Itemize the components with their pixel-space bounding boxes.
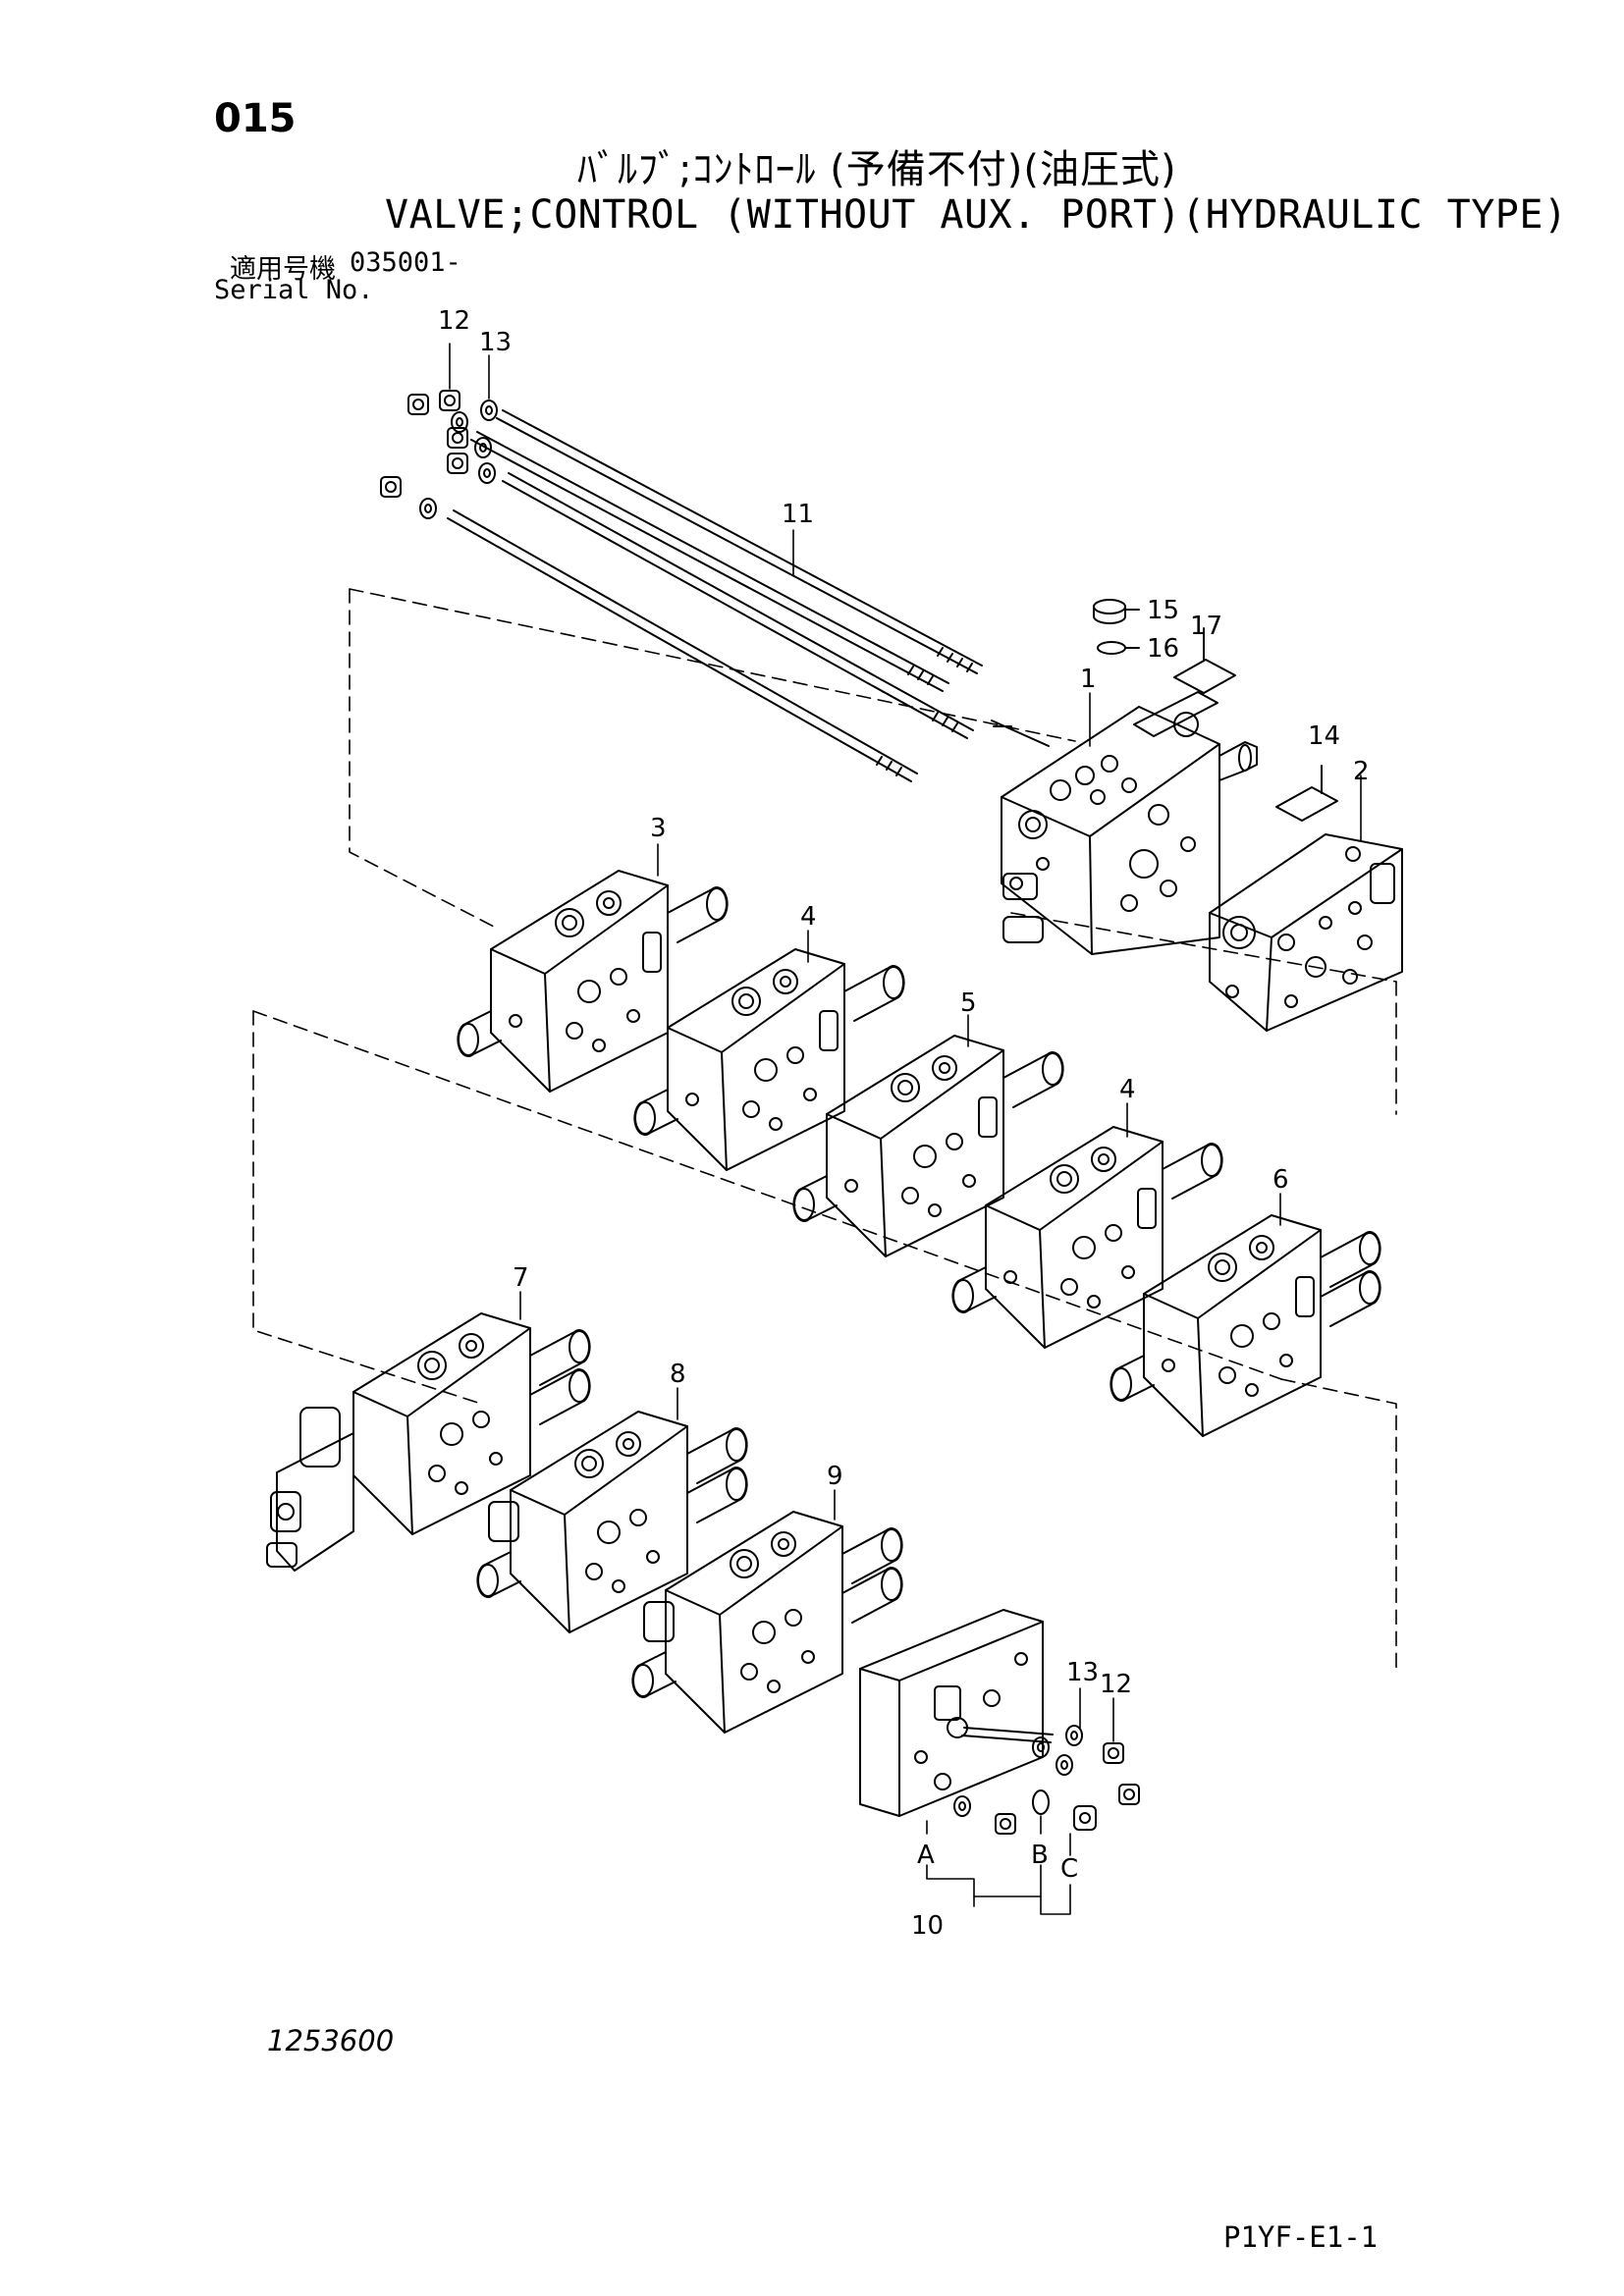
page-number: 015: [214, 96, 297, 141]
nameplate: [1173, 627, 1236, 694]
callout-4-second: 4: [1119, 1075, 1136, 1104]
washer: [1056, 1754, 1073, 1776]
washer: [474, 437, 492, 458]
nut: [1118, 1784, 1140, 1805]
callout-5: 5: [960, 988, 977, 1018]
valve-section-8: [476, 1411, 748, 1633]
outlet-housing: [1209, 833, 1403, 1032]
washer: [419, 498, 437, 519]
tie-rod: [502, 472, 974, 739]
washer: [480, 400, 498, 421]
tie-rod: [447, 509, 918, 782]
callout-13-lower: 13: [1066, 1658, 1099, 1687]
plug: [1093, 599, 1140, 624]
figure-number: 1253600: [267, 2024, 395, 2057]
callout-A: A: [917, 1841, 935, 1870]
end-plate-hardware: [953, 1725, 1140, 1835]
callout-7: 7: [513, 1263, 529, 1293]
callout-3: 3: [650, 814, 667, 843]
nut: [1103, 1742, 1124, 1764]
callout-11: 11: [782, 500, 814, 529]
washer: [1065, 1725, 1083, 1746]
nut: [447, 427, 468, 449]
callout-13-upper: 13: [479, 328, 512, 357]
tie-rod: [470, 431, 949, 692]
title-english: VALVE;CONTROL (WITHOUT AUX. PORT)(HYDRAU…: [385, 192, 1568, 238]
callout-1: 1: [1080, 665, 1097, 694]
callout-17: 17: [1190, 612, 1222, 641]
valve-section-9: [631, 1511, 903, 1734]
alignment-lines: [252, 588, 1397, 1670]
valve-section-5: [792, 1035, 1064, 1257]
washer: [478, 462, 496, 484]
washer: [953, 1795, 971, 1817]
plug: [1073, 1805, 1097, 1831]
callout-10: 10: [911, 1911, 944, 1941]
callout-labels: 12 13 11 15 16 17 1 14 2 3 4 5 4 6 7 8 9…: [438, 306, 1370, 1941]
callout-9: 9: [827, 1462, 843, 1491]
callout-B: B: [1031, 1841, 1049, 1870]
callout-8: 8: [670, 1360, 686, 1389]
valve-section-7: [266, 1312, 591, 1572]
serial-number-value: 035001-: [350, 247, 461, 278]
callout-12-upper: 12: [438, 306, 470, 336]
callout-14: 14: [1308, 721, 1340, 751]
washer: [1032, 1736, 1050, 1758]
callout-12-lower: 12: [1100, 1670, 1132, 1699]
nut: [447, 453, 468, 474]
callout-15: 15: [1147, 596, 1179, 625]
nut: [407, 394, 429, 415]
label-plate: [1275, 765, 1338, 822]
nut: [439, 390, 460, 411]
inlet-housing: [1001, 691, 1258, 955]
callout-6: 6: [1272, 1165, 1289, 1195]
tie-rods: [447, 409, 1050, 782]
callout-C: C: [1060, 1854, 1078, 1884]
title-japanese: ﾊﾞﾙﾌﾞ;ｺﾝﾄﾛｰﾙ (予備不付)(油圧式): [577, 147, 1177, 192]
valve-section-3: [457, 870, 729, 1093]
nut: [380, 476, 402, 498]
sheet-reference: P1YF-E1-1: [1223, 2220, 1379, 2254]
valve-section-6: [1110, 1214, 1381, 1437]
valve-section-4-second: [951, 1126, 1223, 1349]
o-ring: [1032, 1789, 1050, 1815]
callout-4-first: 4: [800, 902, 817, 932]
washer: [451, 411, 468, 433]
tie-rod: [496, 409, 983, 674]
callout-2: 2: [1353, 757, 1370, 786]
end-plate: [859, 1609, 1054, 1817]
callout-leaders: [449, 343, 1362, 1915]
nut: [995, 1813, 1016, 1835]
serial-label-japanese: 適用号機: [230, 254, 336, 285]
serial-label-english: Serial No.: [214, 275, 374, 305]
nuts-and-washers-upper: [380, 390, 498, 519]
o-ring: [1097, 641, 1140, 655]
callout-16: 16: [1147, 634, 1179, 664]
valve-section-4: [633, 948, 905, 1171]
